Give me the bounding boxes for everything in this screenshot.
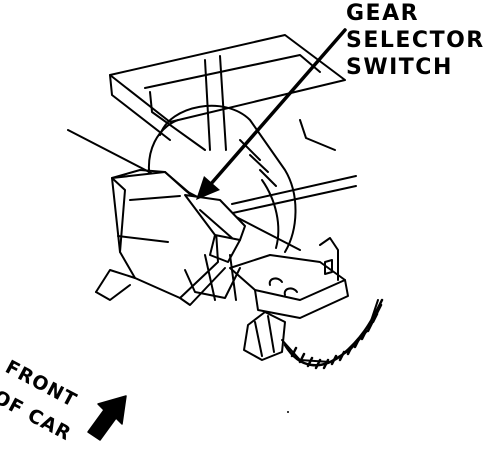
switch-linkage xyxy=(184,194,246,301)
stray-mark xyxy=(287,411,289,413)
front-of-car-arrow xyxy=(87,395,127,441)
harness-connector xyxy=(243,299,379,363)
callout-line-1: GEAR xyxy=(346,1,420,26)
detent-plate xyxy=(147,104,297,253)
upper-housing xyxy=(109,34,346,151)
callout-line-3: SWITCH xyxy=(346,55,453,80)
callout-leader xyxy=(208,28,347,187)
mounting-bracket xyxy=(229,237,349,319)
callout-arrowhead xyxy=(196,176,220,200)
wiring-cable xyxy=(283,298,384,370)
callout-line-2: SELECTOR xyxy=(346,28,485,53)
gear-selector-switch-label: GEAR SELECTOR SWITCH xyxy=(346,0,485,81)
